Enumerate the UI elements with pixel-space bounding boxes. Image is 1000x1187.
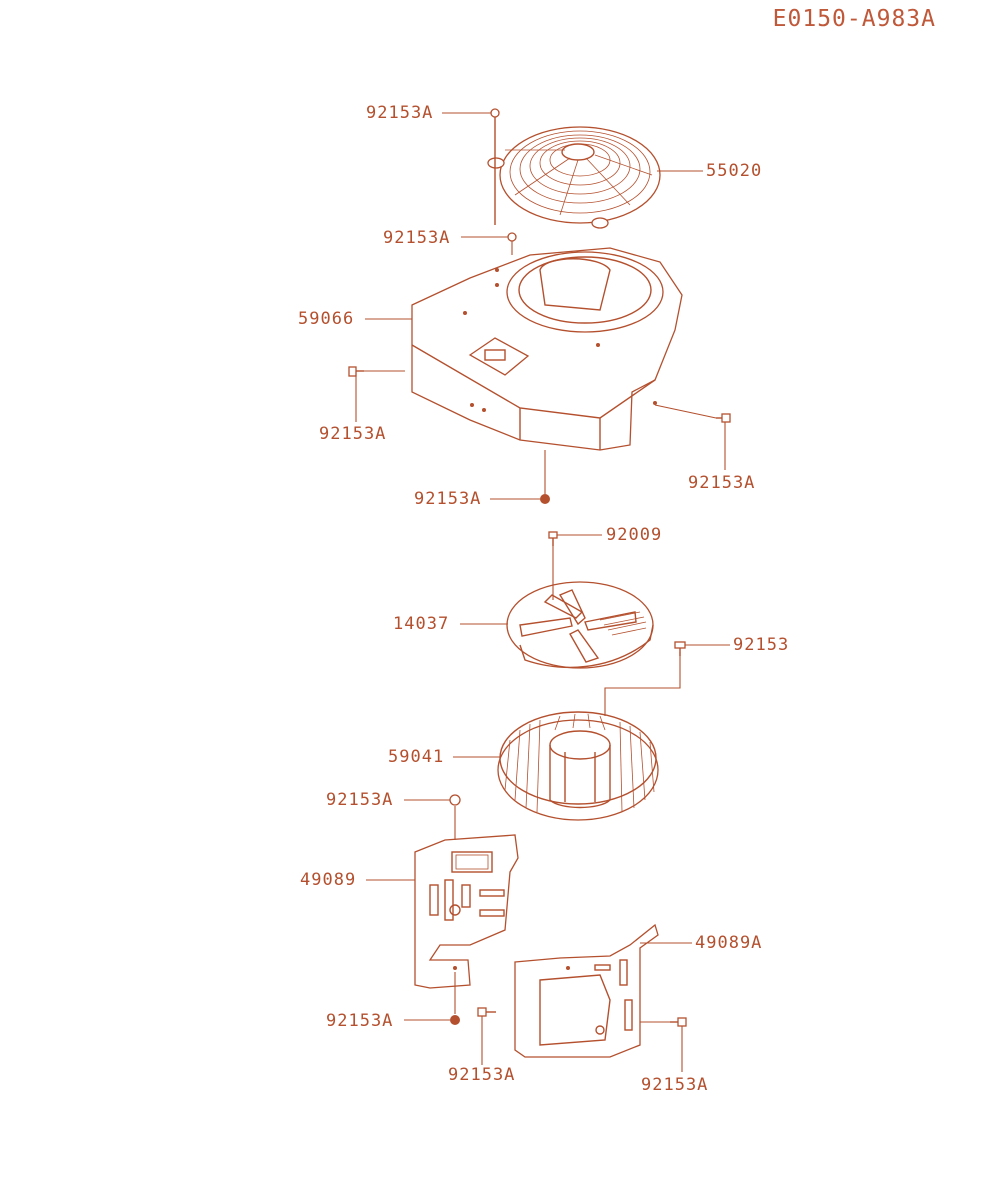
plate-49089-drawing	[414, 806, 519, 1014]
diagram-code: E0150-A983A	[772, 6, 936, 32]
part-label-92153[interactable]: 92153	[733, 635, 790, 655]
part-label-59041[interactable]: 59041	[388, 747, 445, 767]
flywheel-59041-drawing	[497, 652, 681, 821]
part-label-92153a[interactable]: 92153A	[366, 103, 434, 123]
screw-92153a-top	[490, 108, 500, 225]
part-label-92009[interactable]: 92009	[606, 525, 663, 545]
part-label-92153a[interactable]: 92153A	[414, 489, 482, 509]
screw-92009	[548, 531, 558, 546]
part-label-92153a[interactable]: 92153A	[326, 790, 394, 810]
screw-92153a-plate-a-left	[477, 1007, 496, 1017]
part-label-55020[interactable]: 55020	[706, 161, 763, 181]
part-label-92153a[interactable]: 92153A	[448, 1065, 516, 1085]
nut-92153a-plate-top	[449, 794, 461, 806]
fan-14037-drawing	[506, 540, 654, 669]
part-label-49089a[interactable]: 49089A	[695, 933, 763, 953]
screw-92153	[674, 641, 686, 656]
screw-92153a-housing-bottom	[540, 450, 550, 504]
part-label-92153a[interactable]: 92153A	[319, 424, 387, 444]
part-label-92153a[interactable]: 92153A	[688, 473, 756, 493]
screen-55020-drawing	[487, 126, 661, 229]
part-label-92153a[interactable]: 92153A	[326, 1011, 394, 1031]
part-label-14037[interactable]: 14037	[393, 614, 450, 634]
screw-92153a-housing-right	[716, 413, 731, 423]
nut-92153a-plate-bottom	[450, 1015, 460, 1025]
screw-92153a-housing-top	[507, 232, 517, 255]
part-label-92153a[interactable]: 92153A	[641, 1075, 709, 1095]
plate-49089a-drawing	[514, 923, 659, 1058]
leader-lines	[355, 112, 730, 1072]
fan-housing-59066-drawing	[411, 247, 683, 451]
part-label-92153a[interactable]: 92153A	[383, 228, 451, 248]
part-label-49089[interactable]: 49089	[300, 870, 357, 890]
part-label-59066[interactable]: 59066	[298, 309, 355, 329]
screw-92153a-plate-a-right	[670, 1017, 687, 1027]
